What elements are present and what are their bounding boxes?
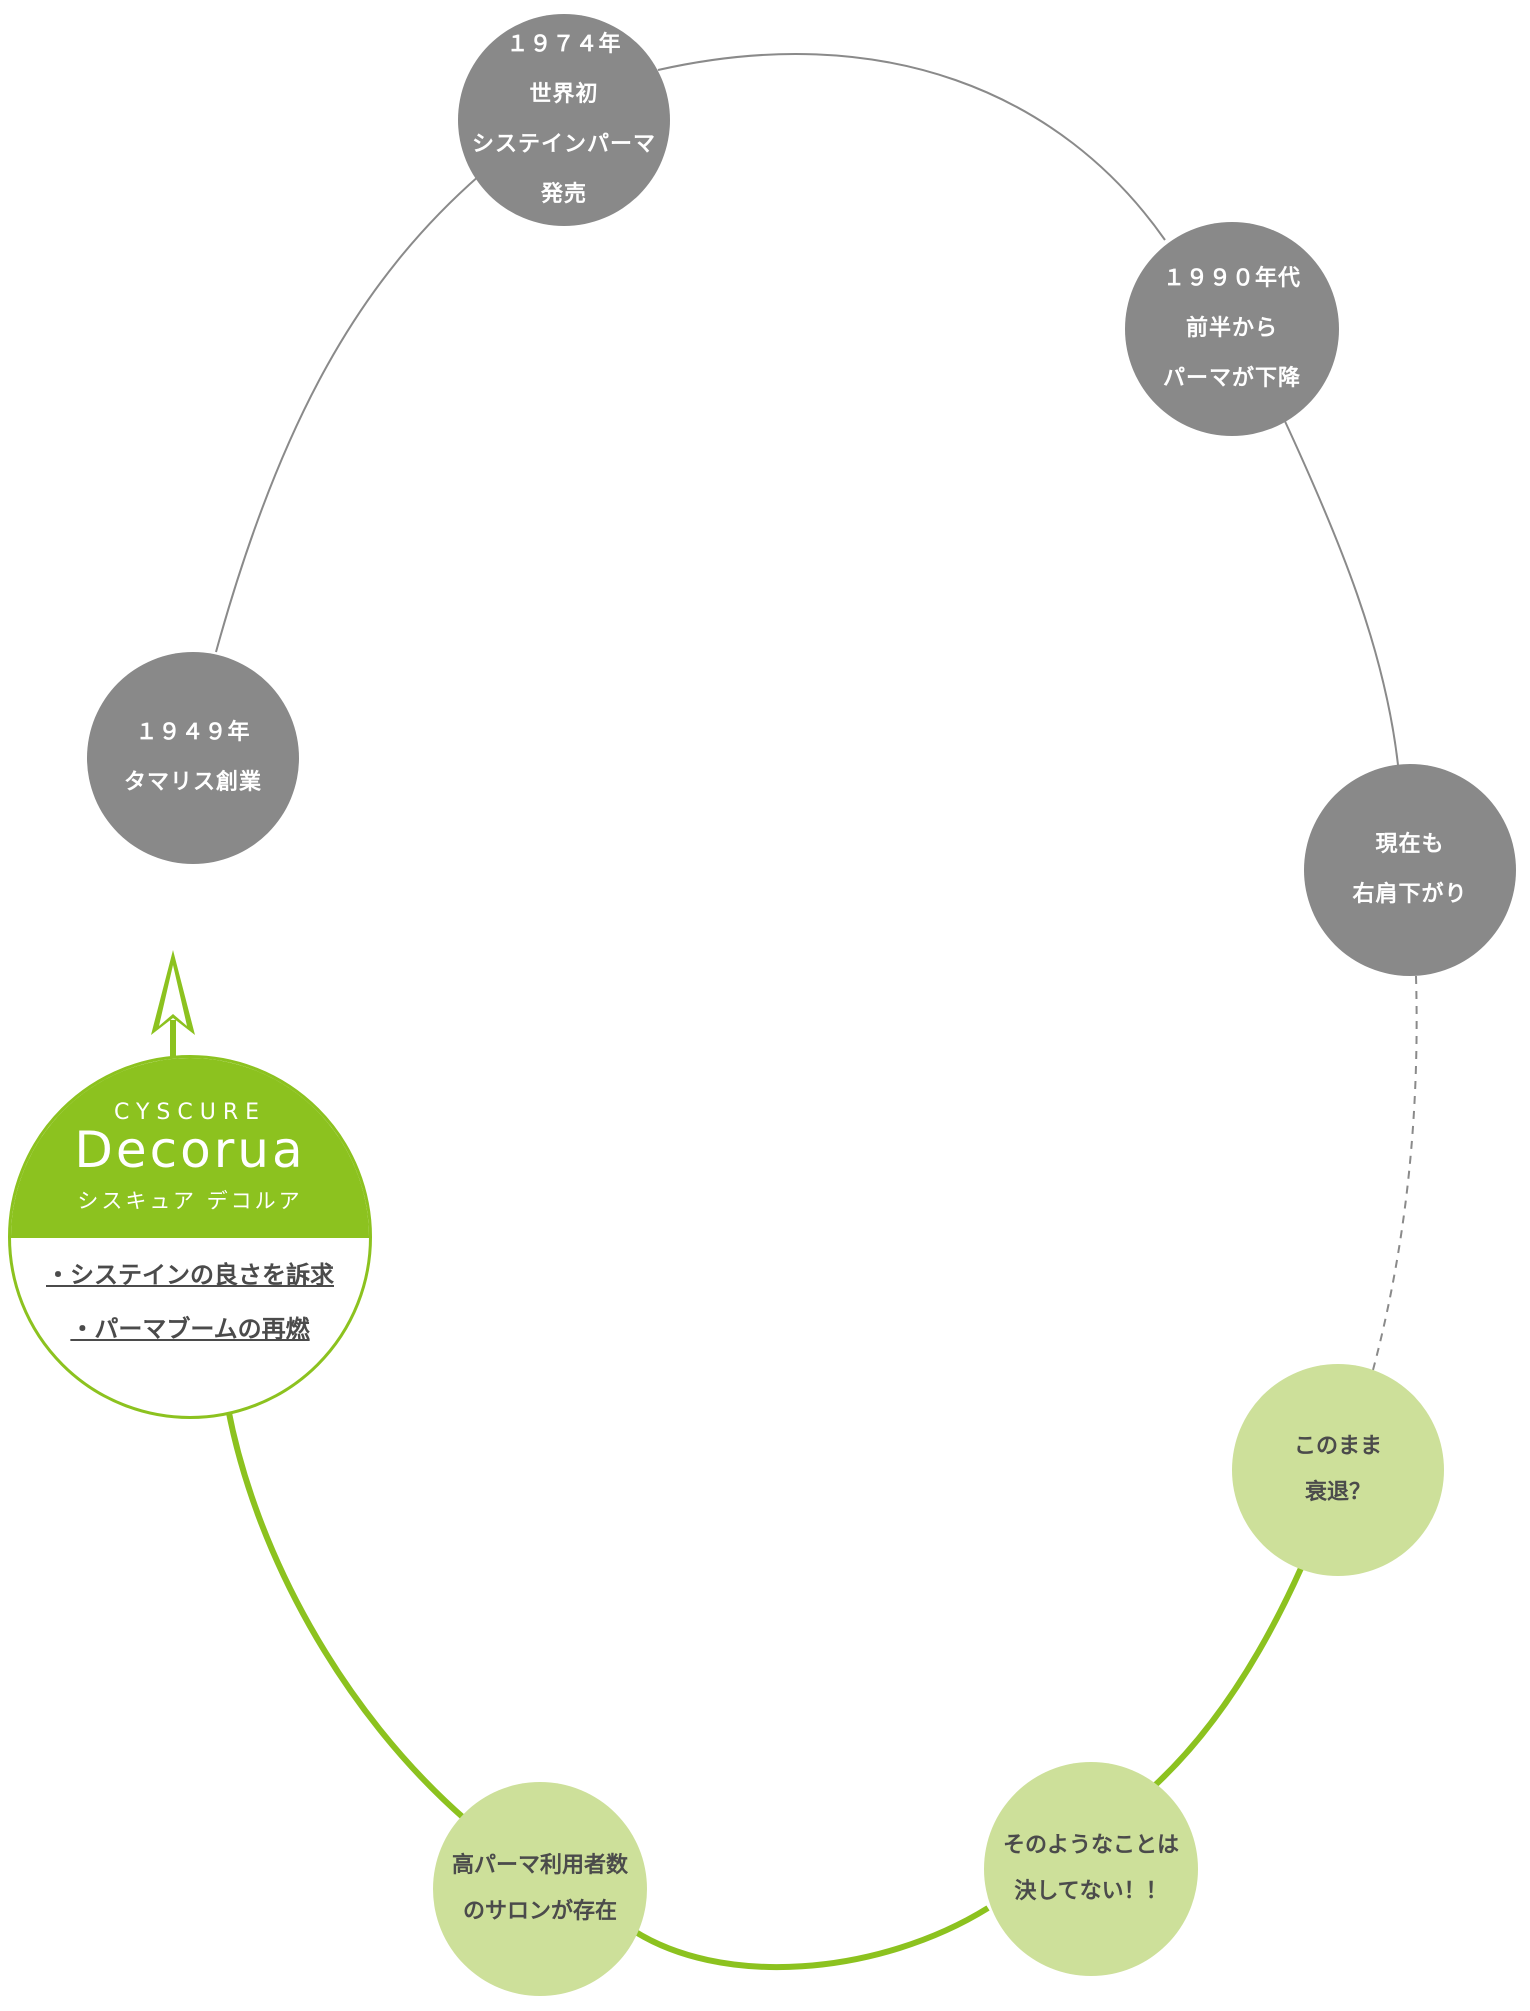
- node-text-line: 前半から: [1185, 316, 1278, 341]
- node-text-line: システインパーマ: [471, 132, 656, 157]
- arc-1949-to-1974: [215, 174, 481, 653]
- dashed-now-to-decline: [1372, 975, 1418, 1371]
- node-question-decline: このまま 衰退？: [1232, 1364, 1444, 1576]
- product-decorua-circle: CYSCURE Decorua シスキュア デコルア ・システインの良さを訴求 …: [8, 1055, 372, 1419]
- node-high-perm-salons: 高パーマ利用者数 のサロンが存在: [433, 1782, 647, 1996]
- arc-decline-to-never: [1149, 1564, 1305, 1791]
- node-text-line: 衰退？: [1304, 1480, 1371, 1505]
- node-text-line: 決してない！！: [1014, 1879, 1168, 1904]
- node-text-line: １９４９年: [135, 720, 251, 745]
- node-text-line: １９９０年代: [1162, 266, 1301, 291]
- node-text-line: のサロンが存在: [462, 1899, 617, 1924]
- brand-kana-text: シスキュア デコルア: [77, 1189, 303, 1213]
- node-never: そのようなことは 決してない！！: [984, 1762, 1198, 1976]
- product-point-item: ・システインの良さを訴求: [46, 1261, 334, 1289]
- arc-1974-to-1990: [657, 53, 1166, 241]
- product-point-item: ・パーマブームの再燃: [70, 1315, 310, 1343]
- node-1949-founding: １９４９年 タマリス創業: [87, 652, 299, 864]
- node-text-line: 現在も: [1375, 832, 1445, 857]
- product-points-list: ・システインの良さを訴求 ・パーマブームの再燃: [11, 1248, 369, 1356]
- node-text-line: 発売: [540, 182, 587, 207]
- node-current-decline: 現在も 右肩下がり: [1304, 764, 1516, 976]
- arc-1990-to-now: [1282, 416, 1399, 766]
- node-text-line: 高パーマ利用者数: [451, 1853, 628, 1878]
- node-text-line: そのようなことは: [1002, 1833, 1179, 1858]
- node-text-line: このまま: [1293, 1434, 1382, 1459]
- product-logo-cap: CYSCURE Decorua シスキュア デコルア: [11, 1058, 369, 1238]
- brand-name-text: Decorua: [74, 1121, 306, 1179]
- node-text-line: パーマが下降: [1162, 366, 1301, 391]
- node-text-line: タマリス創業: [123, 770, 262, 795]
- node-text-line: 世界初: [529, 82, 599, 107]
- arc-high-to-decorua: [225, 1407, 468, 1823]
- node-1990s-decline: １９９０年代 前半から パーマが下降: [1125, 222, 1339, 436]
- arc-never-to-high: [626, 1905, 990, 1971]
- node-text-line: 右肩下がり: [1352, 882, 1468, 907]
- brand-top-text: CYSCURE: [113, 1100, 267, 1125]
- node-text-line: １９７４年: [506, 32, 622, 57]
- node-1974-launch: １９７４年 世界初 システインパーマ 発売: [458, 14, 670, 226]
- upward-arrow-icon: [151, 950, 195, 1058]
